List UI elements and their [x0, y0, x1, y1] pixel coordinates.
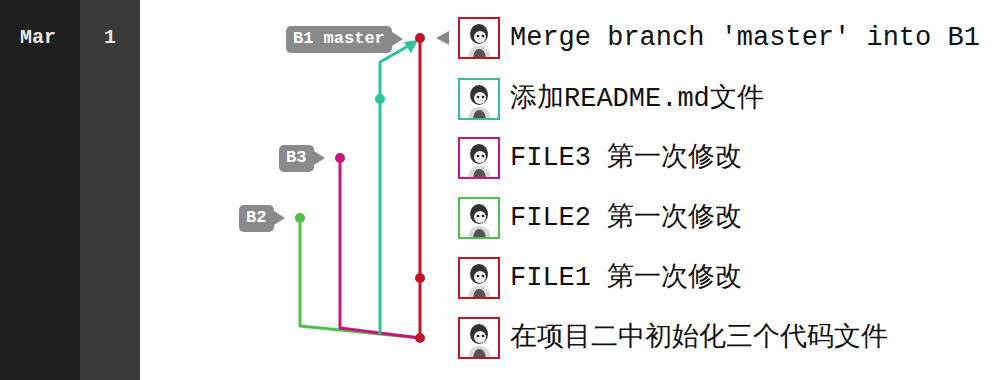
month-label: Mar: [20, 26, 56, 50]
branch-tag: B3: [279, 145, 314, 172]
commit-dot: [295, 213, 305, 223]
commit-message: FILE3 第一次修改: [510, 142, 742, 174]
avatar: [459, 18, 499, 358]
head-pointer: [436, 31, 449, 45]
commit-message: 在项目二中初始化三个代码文件: [510, 322, 888, 354]
branch-name: B3: [279, 145, 314, 168]
commit-dot: [335, 153, 345, 163]
branch-tag: B2: [239, 205, 274, 232]
tag-pointer: [314, 151, 325, 165]
tag-pointer: [274, 211, 285, 225]
branch-tag: B1 master: [286, 26, 392, 53]
day-column: [80, 0, 140, 380]
commit-dot: [375, 94, 385, 104]
commit-message: FILE1 第一次修改: [510, 262, 742, 294]
branch-line: [419, 38, 422, 338]
commit-message: Merge branch 'master' into B1: [510, 22, 980, 54]
commit-dot: [415, 33, 425, 43]
commit-message: 添加README.md文件: [510, 83, 764, 115]
commit-dot: [415, 273, 425, 283]
tag-pointer: [392, 32, 403, 46]
commit-dot: [415, 333, 425, 343]
day-label: 1: [104, 26, 116, 50]
date-column: [0, 0, 80, 380]
branch-name: B2: [239, 205, 274, 228]
branch-name: B1 master: [286, 26, 392, 49]
branch-line: [300, 218, 420, 338]
branch-line: [380, 45, 410, 334]
commit-message: FILE2 第一次修改: [510, 202, 742, 234]
merge-arrowhead: [404, 40, 418, 53]
